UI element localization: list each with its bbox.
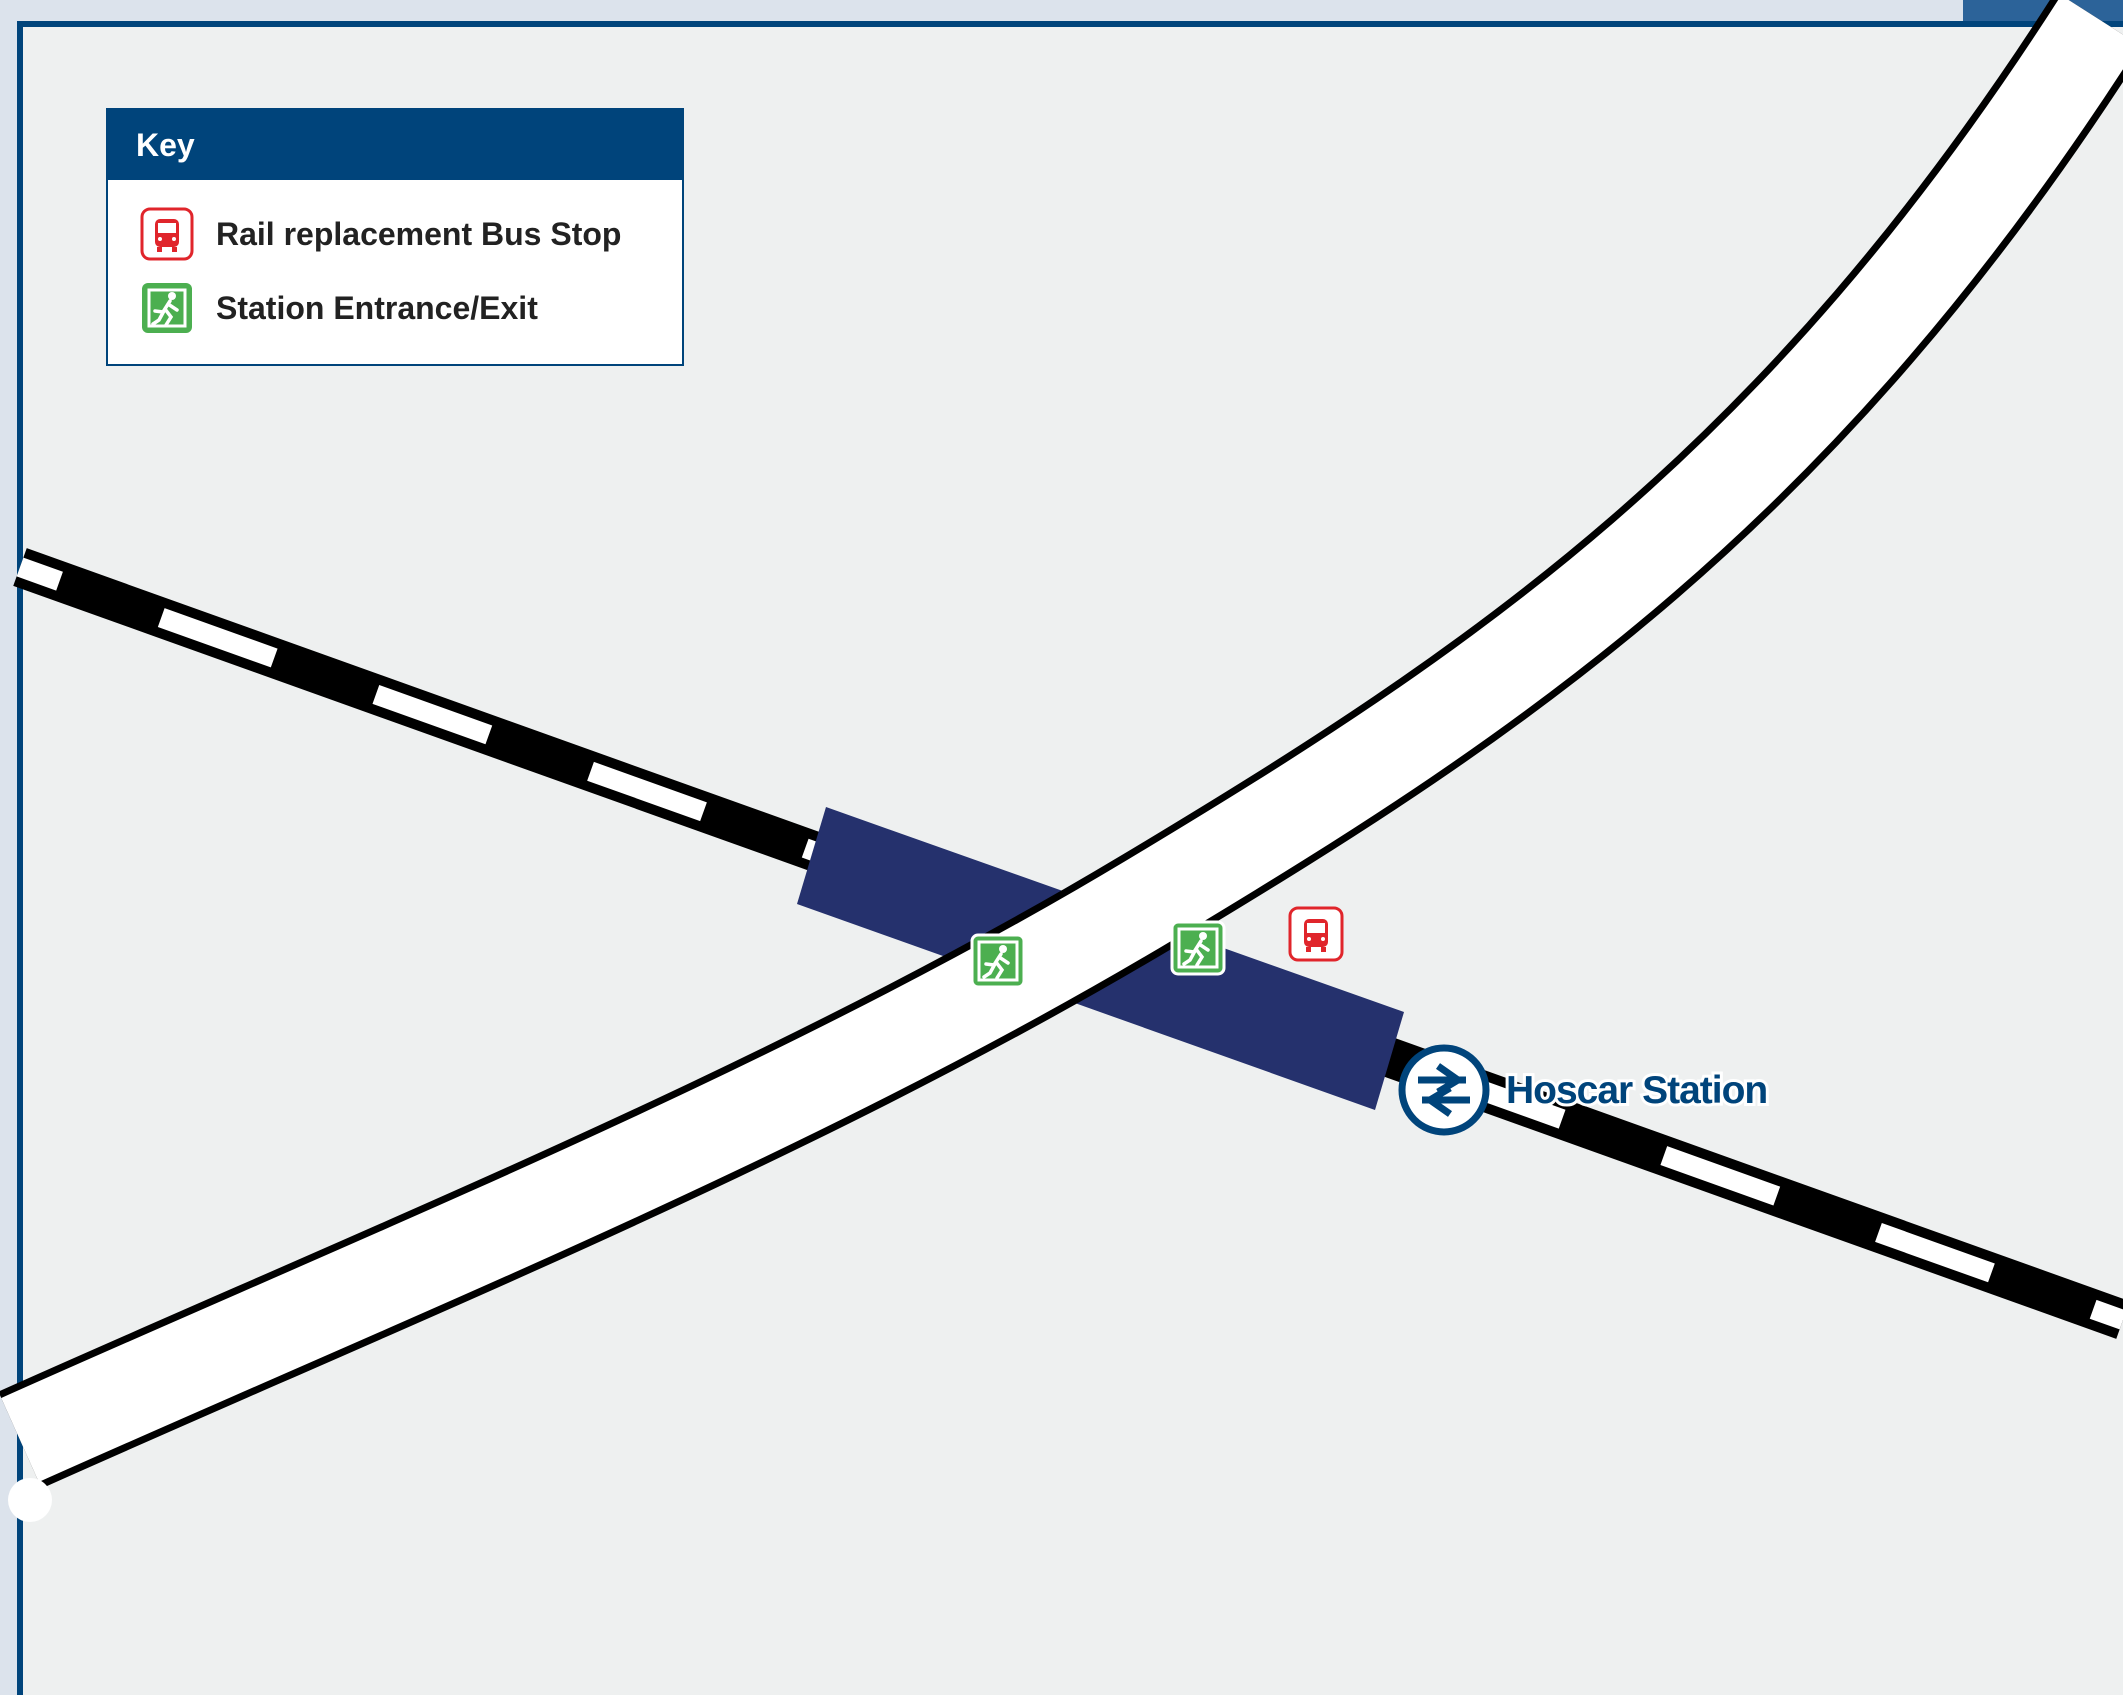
legend-row-station-exit: Station Entrance/Exit: [140, 281, 538, 335]
line-end-marker: [8, 1478, 52, 1522]
legend-row-bus-stop: Rail replacement Bus Stop: [140, 207, 621, 261]
bus-stop-icon[interactable]: [1288, 906, 1344, 962]
station-exit-icon[interactable]: [970, 933, 1026, 989]
national-rail-icon[interactable]: [1398, 1044, 1490, 1136]
map-key: Key: [106, 108, 684, 366]
legend-label-bus-stop: Rail replacement Bus Stop: [216, 215, 622, 252]
curved-main-line-fill: [1, 0, 2123, 1482]
legend-label-station-exit: Station Entrance/Exit: [216, 289, 538, 326]
station-name-label: Hoscar Station: [1506, 1069, 1767, 1112]
map-key-title: Key: [108, 110, 682, 180]
station-exit-icon[interactable]: [1170, 920, 1226, 976]
station-exit-icon: [142, 283, 192, 333]
curved-main-line: [0, 0, 2123, 1489]
bus-stop-icon: [140, 207, 194, 261]
